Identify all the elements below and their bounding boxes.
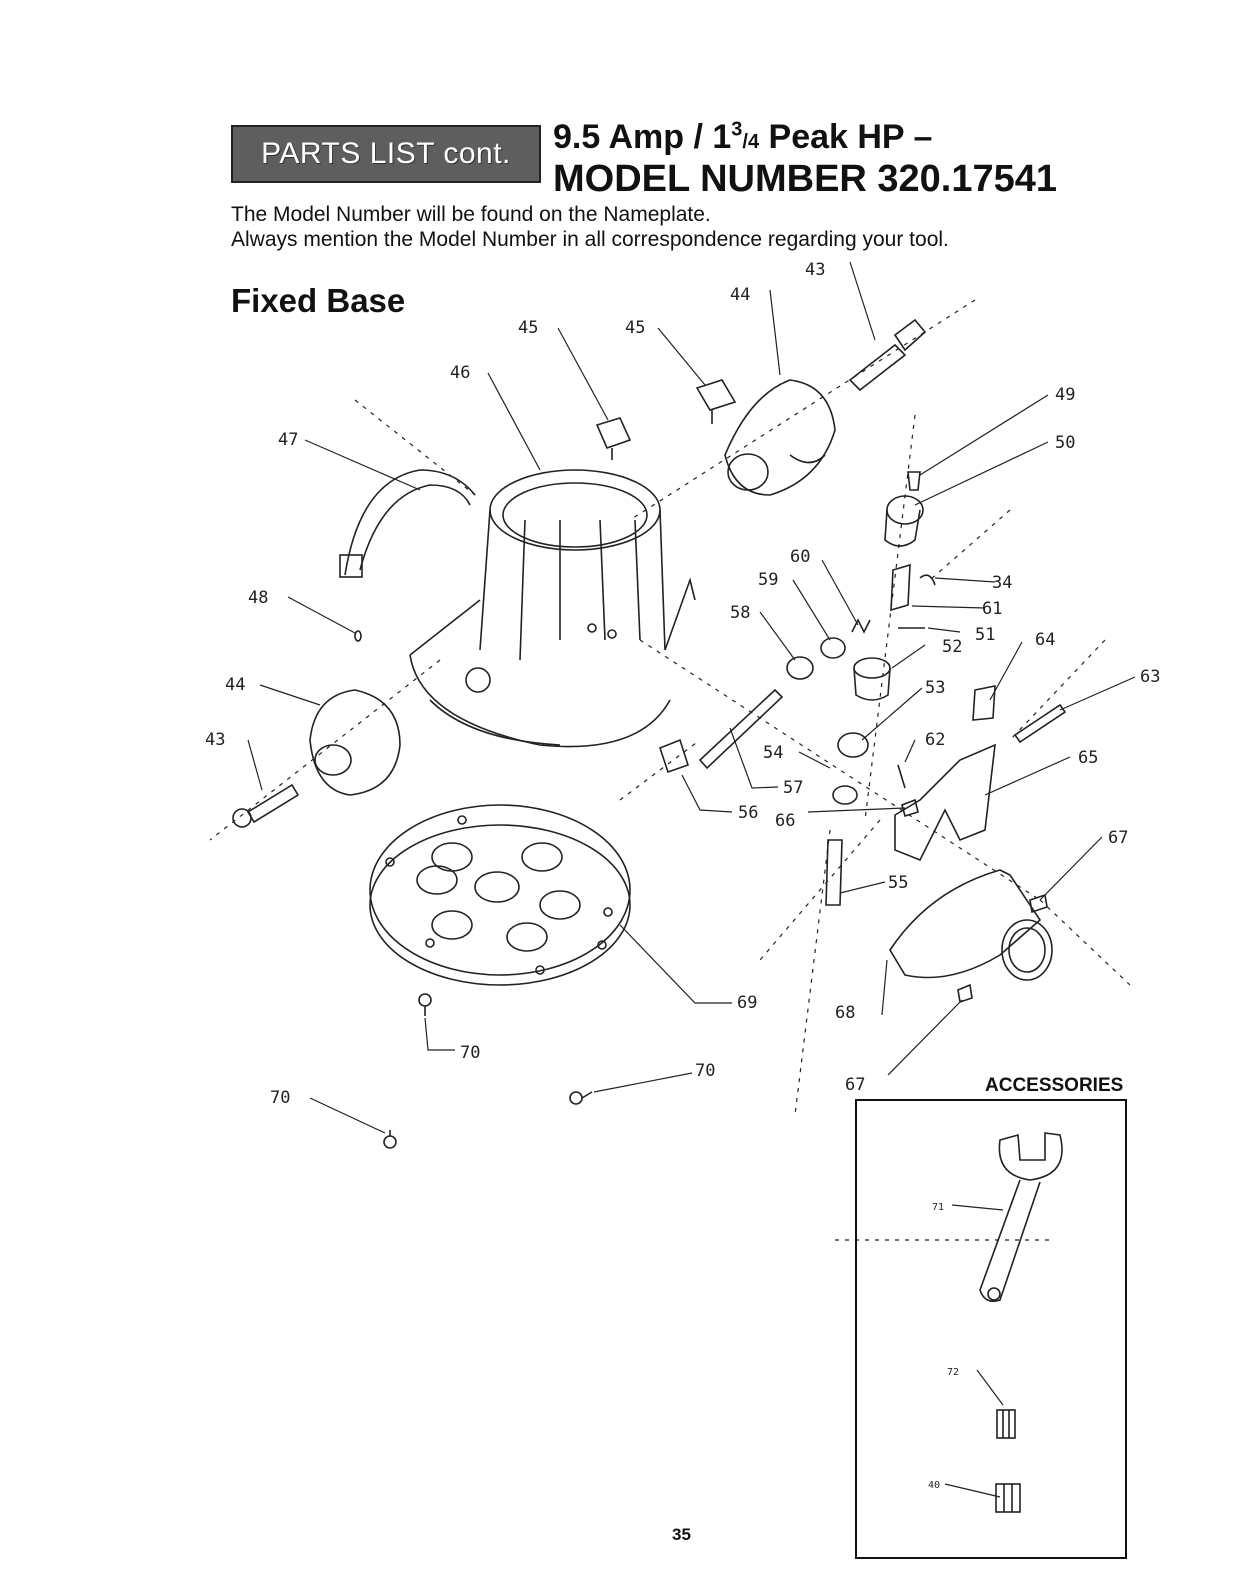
part-63-screw bbox=[1013, 703, 1067, 744]
callout-46: 46 bbox=[450, 363, 470, 383]
callout-57: 57 bbox=[783, 778, 803, 798]
callout-70: 70 bbox=[270, 1088, 290, 1108]
part-44-knob-top bbox=[724, 379, 836, 496]
part-56-block bbox=[659, 738, 689, 774]
part-58-collar bbox=[786, 656, 814, 680]
part-34-clip bbox=[919, 574, 936, 586]
callout-58: 58 bbox=[730, 603, 750, 623]
callout-67: 67 bbox=[1108, 828, 1128, 848]
callout-72: 72 bbox=[947, 1367, 959, 1378]
part-43-screw-top bbox=[848, 318, 927, 392]
part-65-bracket bbox=[894, 743, 996, 862]
part-72-collet bbox=[996, 1409, 1016, 1439]
callout-71: 71 bbox=[932, 1202, 944, 1213]
part-57-washer bbox=[832, 785, 858, 805]
page-title-line-1: 9.5 Amp / 13/4 Peak HP – bbox=[553, 118, 933, 156]
callout-65: 65 bbox=[1078, 748, 1098, 768]
callout-60: 60 bbox=[790, 547, 810, 567]
leader-lines bbox=[247, 261, 1136, 1498]
callout-53: 53 bbox=[925, 678, 945, 698]
part-46-base-housing bbox=[409, 469, 696, 748]
part-71-wrench bbox=[979, 1132, 1063, 1303]
part-52-bushing bbox=[853, 657, 891, 701]
part-70-screw-b bbox=[569, 1091, 593, 1105]
callout-51: 51 bbox=[975, 625, 995, 645]
callout-61: 61 bbox=[982, 599, 1002, 619]
part-67-screw-b bbox=[957, 983, 973, 1004]
callout-47: 47 bbox=[278, 430, 298, 450]
callout-49: 49 bbox=[1055, 385, 1075, 405]
callout-44: 44 bbox=[730, 285, 750, 305]
part-48-pin bbox=[354, 630, 362, 642]
callout-64: 64 bbox=[1035, 630, 1055, 650]
callout-69: 69 bbox=[737, 993, 757, 1013]
section-heading: Fixed Base bbox=[231, 282, 406, 319]
callout-40: 40 bbox=[928, 1480, 940, 1491]
part-54-threaded-rod bbox=[698, 688, 784, 770]
part-45-wing-nut-a bbox=[595, 417, 632, 460]
part-69-sub-base bbox=[369, 804, 631, 986]
callout-48: 48 bbox=[248, 588, 268, 608]
callout-50: 50 bbox=[1055, 433, 1075, 453]
part-59-gear bbox=[820, 637, 846, 659]
part-55-bolt bbox=[825, 839, 843, 906]
part-68-dust-port bbox=[889, 869, 1053, 981]
callout-70: 70 bbox=[695, 1061, 715, 1081]
title-fraction-den: 4 bbox=[747, 131, 760, 153]
page-number: 35 bbox=[672, 1525, 691, 1544]
part-64-cylinder bbox=[972, 685, 996, 721]
callout-56: 56 bbox=[738, 803, 758, 823]
part-49-screw bbox=[907, 471, 921, 491]
part-43-screw-left bbox=[232, 783, 300, 828]
intro-line-2: Always mention the Model Number in all c… bbox=[231, 228, 949, 251]
intro-line-1: The Model Number will be found on the Na… bbox=[231, 203, 711, 226]
callout-62: 62 bbox=[925, 730, 945, 750]
callout-34: 34 bbox=[992, 573, 1012, 593]
callout-52: 52 bbox=[942, 637, 962, 657]
callout-63: 63 bbox=[1140, 667, 1160, 687]
callout-55: 55 bbox=[888, 873, 908, 893]
part-70-screw-a bbox=[418, 993, 432, 1016]
part-60-spring bbox=[851, 618, 871, 634]
part-40-collet-nut bbox=[995, 1483, 1021, 1513]
part-53-nut bbox=[837, 732, 869, 758]
parts-list-banner: PARTS LIST cont. bbox=[231, 125, 541, 183]
accessories-box bbox=[855, 1099, 1127, 1559]
callout-44: 44 bbox=[225, 675, 245, 695]
part-50-knob bbox=[884, 495, 924, 547]
callout-67: 67 bbox=[845, 1075, 865, 1095]
part-47-depth-guide bbox=[339, 469, 476, 578]
title-peak-hp: Peak HP – bbox=[759, 118, 933, 156]
page-title-line-2: MODEL NUMBER 320.17541 bbox=[553, 158, 1058, 200]
part-70-screw-c bbox=[383, 1130, 397, 1149]
callout-70: 70 bbox=[460, 1043, 480, 1063]
callout-43: 43 bbox=[805, 260, 825, 280]
title-fraction-num: 3 bbox=[731, 118, 743, 141]
callout-59: 59 bbox=[758, 570, 778, 590]
assembly-axis-lines bbox=[209, 299, 1131, 1241]
part-45-wing-nut-b bbox=[695, 379, 737, 424]
banner-label: PARTS LIST cont. bbox=[261, 137, 511, 170]
callout-54: 54 bbox=[763, 743, 783, 763]
part-62-screw bbox=[897, 764, 906, 789]
part-44-knob-left bbox=[309, 689, 401, 796]
callout-numbers: 43 44 45 45 46 47 48 44 43 49 50 34 61 5… bbox=[205, 260, 1160, 1491]
accessories-heading: ACCESSORIES bbox=[985, 1075, 1124, 1096]
callout-68: 68 bbox=[835, 1003, 855, 1023]
callout-45: 45 bbox=[625, 318, 645, 338]
part-61-plate bbox=[890, 563, 911, 612]
title-amp: 9.5 Amp / 1 bbox=[553, 118, 732, 156]
callout-66: 66 bbox=[775, 811, 795, 831]
callout-45: 45 bbox=[518, 318, 538, 338]
part-66-nut bbox=[901, 798, 919, 818]
callout-43: 43 bbox=[205, 730, 225, 750]
